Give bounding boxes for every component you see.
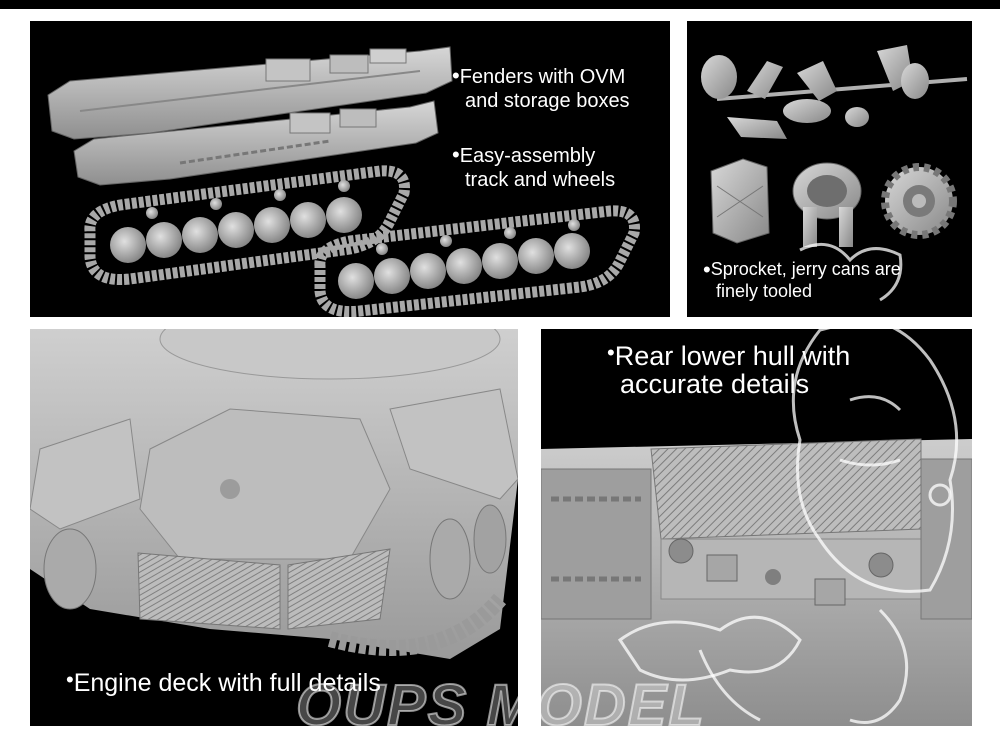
engine-deck-hull [30, 329, 518, 659]
bullet-icon: • [66, 667, 74, 692]
panel-engine-deck: •Engine deck with full details [30, 329, 518, 726]
suspension-arms [701, 45, 968, 139]
caption-engine-deck: •Engine deck with full details [66, 667, 381, 698]
caption-rear-hull: •Rear lower hull with accurate details [607, 340, 851, 399]
engine-deck-render [30, 329, 518, 659]
bullet-icon: • [703, 257, 711, 282]
top-rule [0, 0, 1000, 9]
bullet-icon: • [452, 142, 460, 167]
bullet-icon: • [607, 340, 615, 365]
sprocket-wheel [881, 163, 957, 239]
fender-upper [47, 46, 453, 140]
panel-sprocket-jerrycans: •Sprocket, jerry cans are finely tooled [687, 21, 972, 317]
caption-fenders: •Fenders with OVM and storage boxes [452, 63, 630, 113]
fenders-tracks-render [47, 46, 640, 317]
caption-sprocket-jerrycans: •Sprocket, jerry cans are finely tooled [703, 257, 901, 302]
panel-fenders-tracks: •Fenders with OVM and storage boxes •Eas… [30, 21, 670, 317]
sprocket-jerrycans-render [701, 45, 968, 247]
track-left [84, 165, 410, 286]
panel-rear-hull: •Rear lower hull with accurate details [541, 329, 972, 726]
idler-bracket [792, 162, 862, 247]
caption-track-wheels: •Easy-assembly track and wheels [452, 142, 616, 192]
jerry-can [710, 158, 770, 244]
track-right [314, 205, 640, 317]
watermark-text: OUPS MODEL [295, 673, 706, 738]
fender-lower [73, 100, 439, 186]
engine-deck-wheels [43, 504, 507, 656]
bullet-icon: • [452, 63, 460, 88]
